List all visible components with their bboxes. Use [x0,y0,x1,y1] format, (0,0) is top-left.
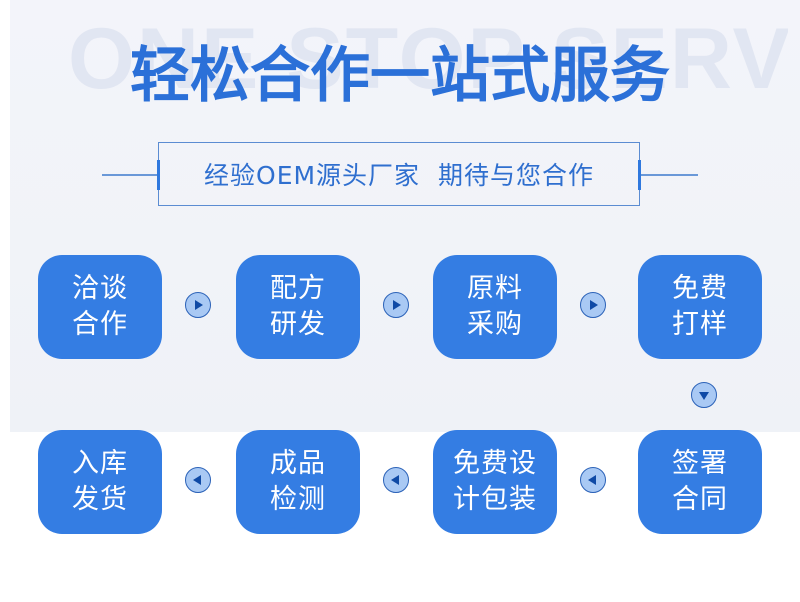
play-right-icon [580,292,606,318]
play-down-icon [691,382,717,408]
step-label-line1: 原料 [467,273,523,304]
play-left-icon [383,467,409,493]
step-sign-contract[interactable]: 签署 合同 [638,430,762,534]
step-label-line1: 配方 [270,273,326,304]
banner-right-marker [638,160,641,190]
subtitle-text: 经验OEM源头厂家 期待与您合作 [204,161,594,190]
watermark-text: ONE STOP SERV [68,14,788,104]
page-title: 轻松合作一站式服务 [130,41,670,111]
step-label-line2: 发货 [72,484,128,515]
step-label-line1: 成品 [270,448,326,479]
step-label-line2: 计包装 [453,484,537,515]
step-negotiate-cooperation[interactable]: 洽谈 合作 [38,255,162,359]
step-label-line2: 合同 [672,484,728,515]
step-label-line1: 入库 [72,448,128,479]
play-right-icon [383,292,409,318]
step-label-line1: 签署 [672,448,728,479]
subtitle-left-rule [102,174,158,176]
subtitle-banner: 经验OEM源头厂家 期待与您合作 [157,142,641,206]
step-label-line2: 研发 [270,309,326,340]
step-label-line2: 采购 [467,309,523,340]
step-free-packaging-design[interactable]: 免费设 计包装 [433,430,557,534]
step-label-line2: 打样 [672,309,728,340]
step-formula-development[interactable]: 配方 研发 [236,255,360,359]
step-label-line1: 免费设 [453,448,537,479]
subtitle-right-rule [641,174,698,176]
play-right-icon [185,292,211,318]
play-left-icon [580,467,606,493]
step-label-line2: 检测 [270,484,326,515]
play-left-icon [185,467,211,493]
step-label-line1: 洽谈 [72,273,128,304]
banner-left-marker [157,160,160,190]
step-warehouse-shipping[interactable]: 入库 发货 [38,430,162,534]
step-label-line2: 合作 [72,309,128,340]
background-panel [10,0,800,432]
step-free-sampling[interactable]: 免费 打样 [638,255,762,359]
step-material-procurement[interactable]: 原料 采购 [433,255,557,359]
step-product-inspection[interactable]: 成品 检测 [236,430,360,534]
step-label-line1: 免费 [672,273,728,304]
